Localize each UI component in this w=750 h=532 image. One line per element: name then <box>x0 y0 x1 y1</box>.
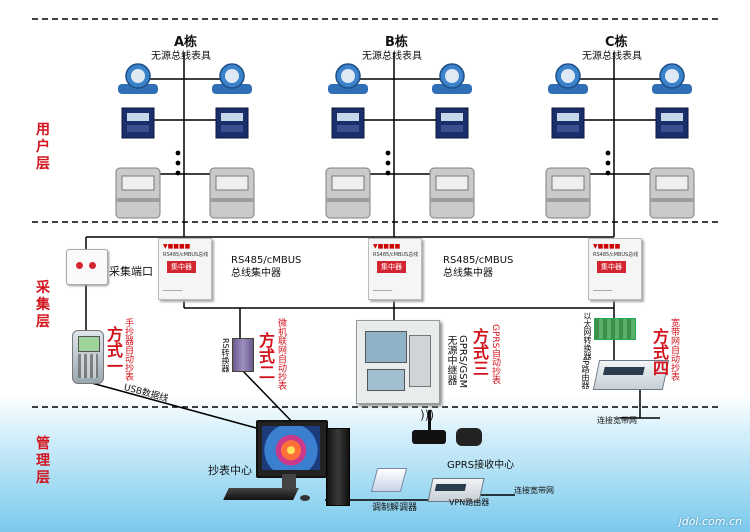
rs-converter-device <box>232 338 254 372</box>
gprs-antenna <box>428 410 431 430</box>
electric-meter-icon <box>215 107 249 139</box>
gprs-relay-cabinet <box>356 320 440 404</box>
gas-meters <box>115 167 695 219</box>
layer-label-manage: 管理层 <box>36 436 50 486</box>
handheld-reader <box>72 330 104 384</box>
watermark: jdol.com.cn <box>678 515 742 528</box>
building-c-name: C栋 <box>605 35 628 50</box>
method-4-title: 方式四 <box>650 328 669 376</box>
broadband-connection-label-2: 连接宽带网 <box>514 486 554 495</box>
concentrator-a: ▼■■■■RS485/cMBUS总线 集中器 ━━━━━━━━ <box>158 238 212 300</box>
water-meter-icon <box>432 63 472 94</box>
reading-center-label: 抄表中心 <box>208 464 252 477</box>
collect-port-box <box>66 249 108 285</box>
water-meter-icon <box>212 63 252 94</box>
power-adapter <box>456 428 482 446</box>
layer-label-collect: 采集层 <box>36 280 50 330</box>
method-3-note: GPRS自动抄表 <box>490 324 500 385</box>
modem-label: 调制解调器 <box>372 503 418 513</box>
water-meter-icon <box>652 63 692 94</box>
building-c-subtitle: 无源总线表具 <box>582 51 642 62</box>
water-meter-icon <box>328 63 368 94</box>
concentrator-label-a: RS485/cMBUS 总线集中器 <box>231 255 302 279</box>
electric-meters <box>121 107 689 139</box>
reading-center-monitor <box>256 420 328 478</box>
electric-meter-icon <box>655 107 689 139</box>
mouse <box>300 495 310 501</box>
method-3-title: 方式三 <box>470 328 489 376</box>
gas-meter-icon <box>429 167 475 219</box>
building-a-name: A栋 <box>174 35 198 50</box>
concentrator-b: ▼■■■■RS485/cMBUS总线 集中器 ━━━━━━━━ <box>368 238 422 300</box>
gas-meter-icon <box>115 167 161 219</box>
layer-label-user: 用户层 <box>36 122 50 172</box>
concentrator-b-badge: 集中器 <box>377 261 406 273</box>
ethernet-converter-device <box>594 318 636 340</box>
pc-tower <box>326 428 350 506</box>
vpn-router-label: VPN路由器 <box>449 498 490 507</box>
ethernet-converter-label: 以太网转换器 <box>583 312 592 360</box>
gas-meter-icon <box>209 167 255 219</box>
method-1-title: 方式一 <box>104 326 123 374</box>
building-b-subtitle: 无源总线表具 <box>362 51 422 62</box>
keyboard <box>223 488 299 500</box>
gas-meter-icon <box>545 167 591 219</box>
water-meters <box>118 63 692 94</box>
ip-router-label: IP路由器 <box>581 358 590 390</box>
monitor-stand <box>282 474 296 490</box>
water-meter-icon <box>118 63 158 94</box>
method-2-title: 方式二 <box>256 332 275 380</box>
ellipsis-dots <box>175 150 611 176</box>
concentrator-label-b: RS485/cMBUS 总线集中器 <box>443 255 514 279</box>
gas-meter-icon <box>325 167 371 219</box>
electric-meter-icon <box>435 107 469 139</box>
method-4-note: 宽带网自动抄表 <box>669 318 679 381</box>
building-a-subtitle: 无源总线表具 <box>151 51 211 62</box>
concentrator-a-badge: 集中器 <box>167 261 196 273</box>
broadband-connection-label: 连接宽带网 <box>597 416 637 425</box>
method-2-note: 微机联网自动抄表 <box>276 318 286 390</box>
collect-port-label: 采集端口 <box>109 265 153 278</box>
gprs-modem-device <box>412 430 446 444</box>
gprs-relay-label: GPRS/GSM 无源中继器 <box>445 335 468 389</box>
modem-device <box>370 468 408 492</box>
electric-meter-icon <box>121 107 155 139</box>
electric-meter-icon <box>331 107 365 139</box>
gprs-receiver-label: GPRS接收中心 <box>447 460 515 471</box>
water-meter-icon <box>548 63 588 94</box>
concentrator-c-badge: 集中器 <box>597 261 626 273</box>
electric-meter-icon <box>551 107 585 139</box>
concentrator-c: ▼■■■■RS485/cMBUS总线 集中器 ━━━━━━━━ <box>588 238 642 300</box>
rs-converter-label: RS转换器 <box>221 338 230 373</box>
method-1-note: 手抄器自动抄表 <box>123 318 133 381</box>
building-b-name: B栋 <box>385 35 408 50</box>
signal-icon: ))) <box>420 408 435 422</box>
gas-meter-icon <box>649 167 695 219</box>
